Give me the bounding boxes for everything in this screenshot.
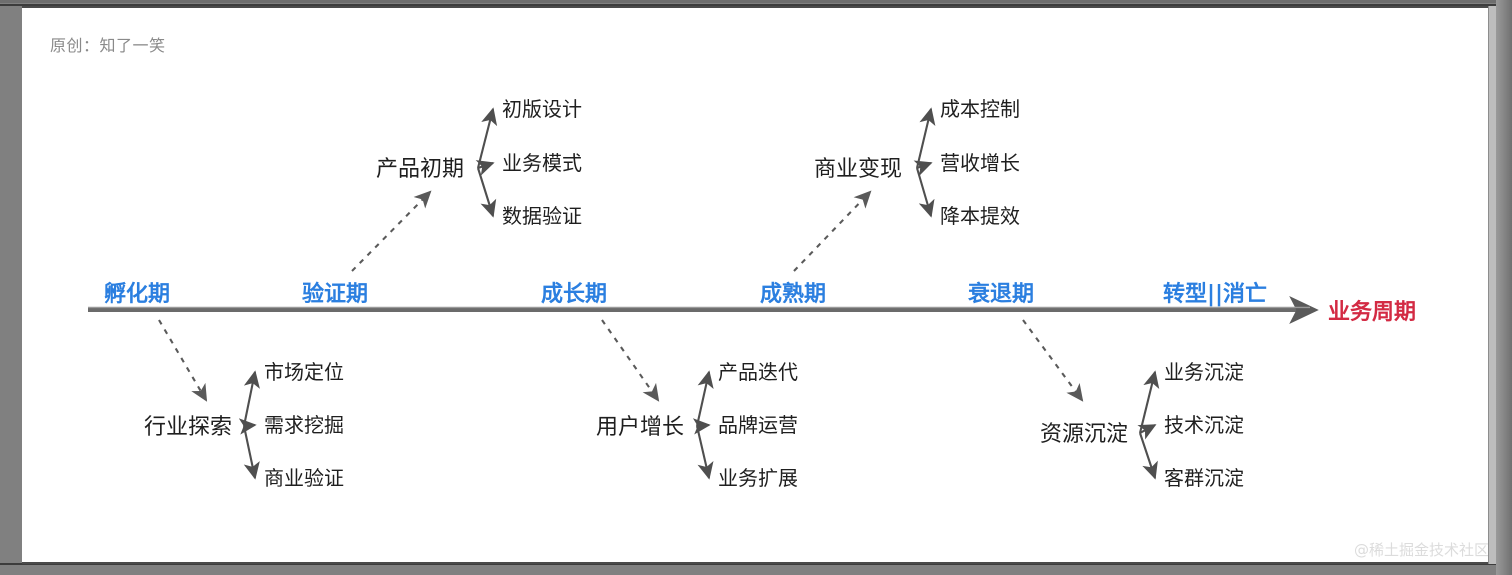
branch-arrow-5-1 bbox=[1138, 370, 1160, 434]
branch-arrow-3-1 bbox=[695, 370, 714, 427]
leaf-label-2-3[interactable]: 数据验证 bbox=[502, 204, 582, 228]
phase-label-4[interactable]: 成熟期 bbox=[760, 281, 826, 307]
branch-arrow-2-2 bbox=[475, 160, 495, 176]
connector-dashed-2 bbox=[351, 190, 432, 272]
leaf-label-5-2[interactable]: 技术沉淀 bbox=[1164, 413, 1244, 437]
phase-label-5[interactable]: 衰退期 bbox=[967, 281, 1034, 307]
scrollbar-track[interactable] bbox=[1488, 6, 1496, 564]
leaf-label-1-1[interactable]: 市场定位 bbox=[264, 360, 344, 384]
phase-label-1[interactable]: 孵化期 bbox=[104, 281, 170, 307]
bottom-border-rule bbox=[0, 563, 1512, 565]
hub-label-3[interactable]: 用户增长 bbox=[596, 415, 684, 440]
leaf-label-3-3[interactable]: 业务扩展 bbox=[718, 466, 798, 490]
leaf-label-4-1[interactable]: 成本控制 bbox=[940, 97, 1020, 121]
timeline-axis bbox=[88, 296, 1319, 324]
phase-label-2[interactable]: 验证期 bbox=[302, 281, 368, 307]
connector-dashed-3 bbox=[601, 319, 660, 402]
branch-arrow-3-3 bbox=[695, 425, 714, 480]
phase-label-6[interactable]: 转型||消亡 bbox=[1163, 281, 1267, 307]
hub-label-5[interactable]: 资源沉淀 bbox=[1040, 422, 1128, 447]
diagram-canvas: 原创：知了一笑 @稀土掘金技术社区 孵化期验证期成长期成熟期衰退期转型 bbox=[22, 6, 1488, 564]
leaf-label-3-1[interactable]: 产品迭代 bbox=[718, 360, 798, 384]
branch-arrow-5-2 bbox=[1137, 424, 1157, 440]
branch-arrow-1-1 bbox=[242, 370, 260, 427]
leaf-label-2-2[interactable]: 业务模式 bbox=[502, 151, 582, 175]
branch-arrow-5-3 bbox=[1139, 432, 1158, 480]
phase-label-3[interactable]: 成长期 bbox=[541, 282, 607, 307]
connector-dashed-5 bbox=[1022, 319, 1084, 402]
hub-label-4[interactable]: 商业变现 bbox=[814, 157, 902, 182]
branch-arrow-4-3 bbox=[915, 167, 935, 218]
leaf-label-3-2[interactable]: 品牌运营 bbox=[718, 413, 798, 437]
leaf-label-1-3[interactable]: 商业验证 bbox=[264, 466, 344, 490]
leaf-label-2-1[interactable]: 初版设计 bbox=[502, 97, 582, 121]
hub-label-1[interactable]: 行业探索 bbox=[144, 415, 232, 440]
connector-dashed-4 bbox=[793, 190, 872, 272]
branch-arrow-2-3 bbox=[476, 167, 497, 218]
top-frame-rule bbox=[0, 0, 1512, 3]
connector-dashed-1 bbox=[158, 319, 208, 402]
branch-arrow-4-2 bbox=[913, 160, 933, 176]
hub-label-2[interactable]: 产品初期 bbox=[376, 157, 464, 182]
leaf-label-5-1[interactable]: 业务沉淀 bbox=[1164, 360, 1244, 384]
top-border-rule bbox=[0, 4, 1512, 6]
leaf-label-1-2[interactable]: 需求挖掘 bbox=[264, 413, 344, 437]
credit-label: 原创：知了一笑 bbox=[50, 36, 166, 55]
branch-arrow-1-2 bbox=[238, 418, 257, 435]
branch-arrow-4-1 bbox=[915, 107, 936, 169]
branch-arrow-1-3 bbox=[242, 425, 260, 480]
leaf-label-4-2[interactable]: 营收增长 bbox=[940, 151, 1020, 175]
axis-title-label: 业务周期 bbox=[1328, 300, 1416, 325]
branch-arrow-2-1 bbox=[476, 107, 498, 169]
watermark-label: @稀土掘金技术社区 bbox=[1354, 541, 1488, 559]
leaf-label-5-3[interactable]: 客群沉淀 bbox=[1164, 466, 1244, 490]
window-right-frame bbox=[1496, 0, 1512, 575]
leaf-label-4-3[interactable]: 降本提效 bbox=[940, 204, 1020, 228]
branch-arrow-3-2 bbox=[692, 418, 711, 435]
